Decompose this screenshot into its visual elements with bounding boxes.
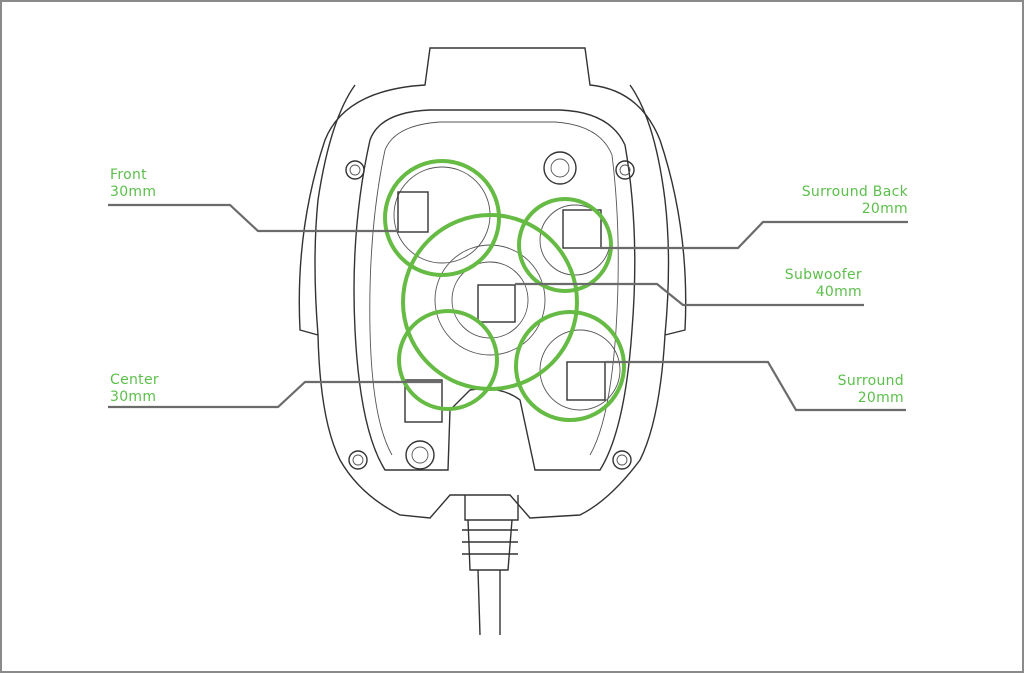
front-label: Front: [110, 167, 147, 183]
center-size: 30mm: [110, 389, 156, 405]
surround-back-leader-line: [600, 220, 908, 250]
surround-back-size: 20mm: [862, 201, 908, 217]
driver-labels: Front 30mm Surround Back 20mm Subwoofer …: [110, 167, 909, 406]
subwoofer-label: Subwoofer: [785, 267, 862, 283]
subwoofer-driver-ring: [401, 213, 579, 391]
driver-rings: [383, 159, 626, 422]
surround-leader-line: [605, 360, 906, 412]
leader-lines: [108, 203, 908, 412]
front-driver-ring: [383, 159, 501, 277]
front-size: 30mm: [110, 184, 156, 200]
surround-back-driver-ring: [517, 197, 613, 293]
subwoofer-leader-line: [515, 282, 864, 307]
surround-back-label: Surround Back: [802, 184, 909, 200]
surround-driver-ring: [514, 310, 626, 422]
surround-size: 20mm: [858, 390, 904, 406]
subwoofer-size: 40mm: [816, 284, 862, 300]
center-label: Center: [110, 372, 159, 388]
headset-earcup-drawing: [298, 47, 687, 636]
center-leader-line: [108, 380, 442, 409]
surround-label: Surround: [838, 373, 904, 389]
center-driver-ring: [397, 309, 499, 411]
front-leader-line: [108, 203, 398, 233]
